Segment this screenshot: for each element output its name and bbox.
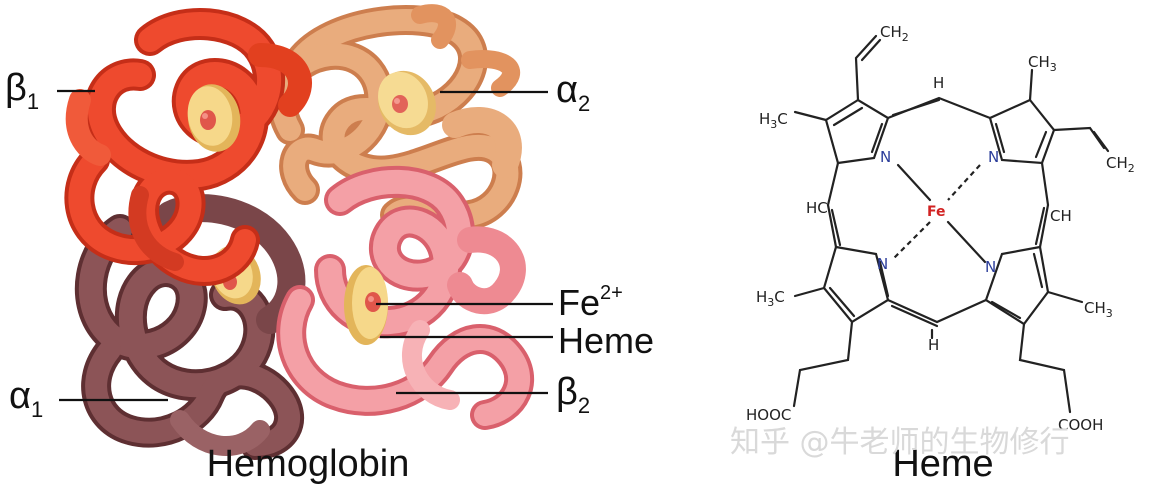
propionate-left [792, 320, 854, 408]
label-h3c-top-left: H3C [759, 110, 788, 131]
atom-n-bottom-right: N [985, 258, 996, 276]
heme-disc-beta2 [344, 265, 388, 345]
label-ch3-top-right: CH3 [1028, 53, 1057, 74]
label-h-bottom: H [928, 336, 939, 354]
label-cooh: COOH [1058, 416, 1103, 434]
leader-lines [57, 89, 553, 402]
beta1-subunit [64, 8, 312, 286]
label-ch2-top: CH2 [880, 23, 909, 44]
label-ch3-bottom-right: CH3 [1084, 299, 1113, 320]
pyrrole-bottom-left [822, 245, 890, 324]
pyrrole-top-right [988, 98, 1056, 165]
bridge-bottom [886, 298, 988, 324]
methyl-top-right [1028, 68, 1034, 102]
vinyl-right [1052, 126, 1106, 150]
atom-n-top-left: N [880, 148, 891, 166]
caption-hemoglobin: Hemoglobin [207, 443, 410, 485]
atom-n-bottom-left: N [877, 255, 888, 273]
atom-fe: Fe [927, 204, 946, 220]
label-h-top: H [933, 74, 944, 92]
bridge-right [1038, 161, 1050, 249]
heme-disc-alpha2 [378, 70, 436, 136]
methyl-top-left [793, 110, 828, 122]
atom-n-top-right: N [988, 148, 999, 166]
label-beta1: β1 [5, 67, 39, 114]
pyrrole-top-left [824, 98, 890, 165]
label-fe: Fe2+ [558, 282, 623, 323]
heme-disc-beta1 [187, 84, 241, 152]
methyl-bottom-left [793, 286, 826, 298]
watermark: 知乎 @牛老师的生物修行 [730, 425, 1070, 460]
label-ch2-right: CH2 [1106, 154, 1135, 175]
propionate-right [1018, 322, 1072, 414]
pyrrole-bottom-right [984, 245, 1050, 326]
fe-n-dashed-1 [947, 164, 981, 201]
label-alpha1: α1 [9, 375, 43, 422]
beta2-subunit [276, 165, 535, 430]
label-alpha2: α2 [556, 69, 590, 116]
label-h3c-bottom-left: H3C [756, 288, 785, 309]
label-hc-left: HC [806, 199, 828, 217]
hemoglobin-illustration: β1 α2 α1 β2 Fe2+ Heme Hemoglobin [5, 4, 654, 485]
fe-n-bond-1 [896, 163, 932, 202]
label-hooc: HOOC [746, 406, 791, 424]
vinyl-top [854, 34, 878, 102]
fe-n-bond-2 [946, 220, 987, 264]
caption-heme: Heme [892, 443, 993, 485]
label-beta2: β2 [556, 371, 590, 418]
label-heme: Heme [558, 320, 654, 361]
label-ch-right: CH [1050, 207, 1072, 225]
heme-structure: N N N N Fe CH2 CH3 H3C CH2 H HC CH H3C C… [746, 23, 1135, 485]
methyl-bottom-right [1046, 290, 1084, 304]
bridge-left [826, 161, 840, 249]
fe-n-dashed-2 [891, 221, 931, 261]
